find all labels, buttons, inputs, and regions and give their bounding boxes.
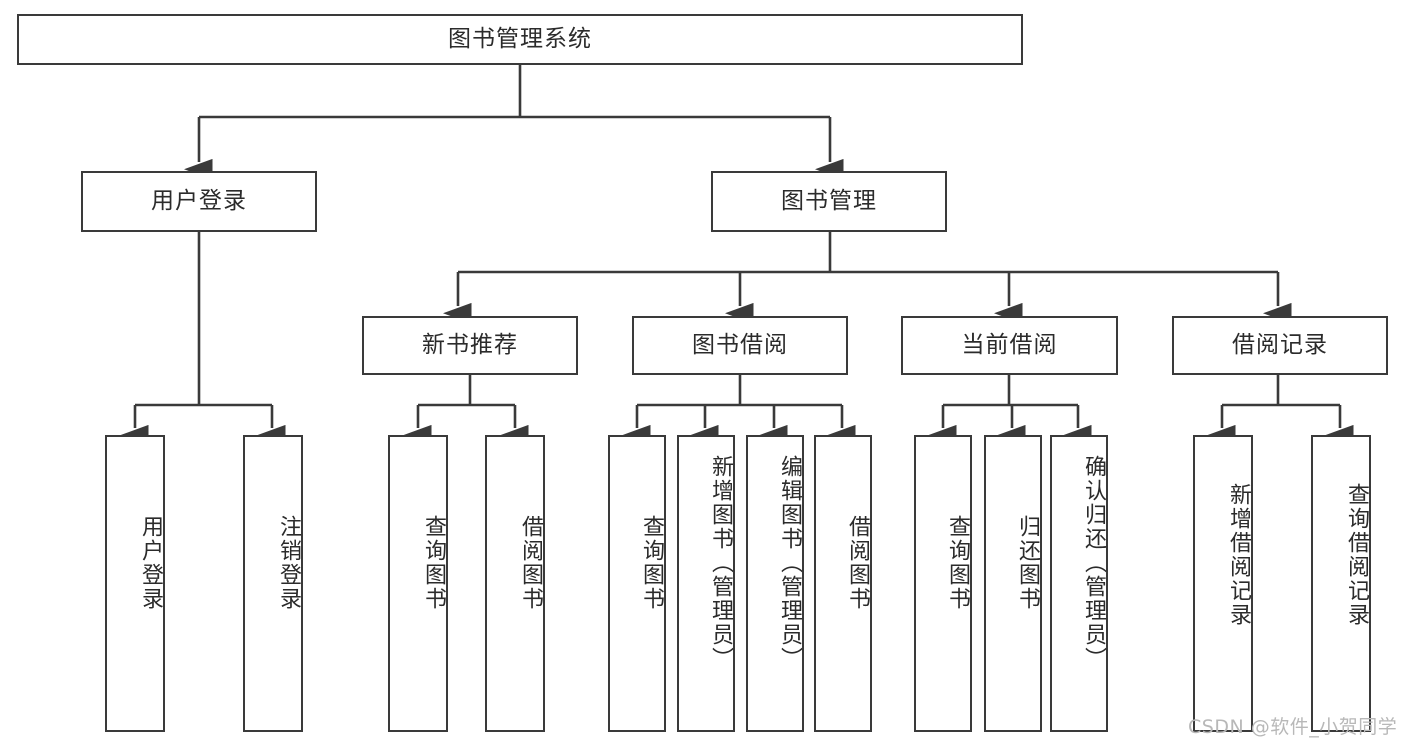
node-label: 新书推荐 — [422, 331, 518, 358]
node-leaf-borrow-book-recommend[interactable]: 借阅图书 — [485, 435, 545, 732]
node-leaf-query-borrow-record[interactable]: 查询借阅记录 — [1311, 435, 1371, 732]
node-current-borrow[interactable]: 当前借阅 — [901, 316, 1118, 375]
node-book-borrow[interactable]: 图书借阅 — [632, 316, 848, 375]
node-borrow-record[interactable]: 借阅记录 — [1172, 316, 1388, 375]
node-label: 注销登录 — [276, 515, 301, 611]
node-label: 归还图书 — [1015, 515, 1040, 611]
node-label: 新增图书（管理员） — [708, 455, 733, 671]
node-label: 新增借阅记录 — [1226, 483, 1251, 627]
node-label: 查询图书 — [639, 515, 664, 611]
node-label: 查询图书 — [421, 515, 446, 611]
node-label: 借阅记录 — [1232, 331, 1328, 358]
node-label: 借阅图书 — [845, 515, 870, 611]
node-label: 借阅图书 — [518, 515, 543, 611]
node-leaf-edit-book-admin[interactable]: 编辑图书（管理员） — [746, 435, 804, 732]
node-leaf-confirm-return-admin[interactable]: 确认归还（管理员） — [1050, 435, 1108, 732]
node-root-system[interactable]: 图书管理系统 — [17, 14, 1023, 65]
node-leaf-borrow-book[interactable]: 借阅图书 — [814, 435, 872, 732]
node-leaf-query-book-borrow[interactable]: 查询图书 — [608, 435, 666, 732]
node-leaf-add-borrow-record[interactable]: 新增借阅记录 — [1193, 435, 1253, 732]
node-label: 图书借阅 — [692, 331, 788, 358]
node-leaf-logout[interactable]: 注销登录 — [243, 435, 303, 732]
node-label: 图书管理系统 — [448, 25, 592, 52]
node-label: 当前借阅 — [961, 331, 1058, 358]
node-new-book-recommend[interactable]: 新书推荐 — [362, 316, 578, 375]
node-label: 确认归还（管理员） — [1081, 455, 1106, 671]
node-label: 查询借阅记录 — [1344, 483, 1369, 627]
node-leaf-query-book-current[interactable]: 查询图书 — [914, 435, 972, 732]
node-label: 图书管理 — [781, 187, 877, 214]
node-leaf-user-login[interactable]: 用户登录 — [105, 435, 165, 732]
node-label: 查询图书 — [945, 515, 970, 611]
node-book-management[interactable]: 图书管理 — [711, 171, 947, 232]
node-leaf-query-book-recommend[interactable]: 查询图书 — [388, 435, 448, 732]
node-leaf-return-book[interactable]: 归还图书 — [984, 435, 1042, 732]
node-user-login[interactable]: 用户登录 — [81, 171, 317, 232]
node-leaf-add-book-admin[interactable]: 新增图书（管理员） — [677, 435, 735, 732]
node-label: 用户登录 — [138, 515, 163, 611]
watermark: CSDN @软件_小贺同学 — [1188, 716, 1398, 738]
node-label: 用户登录 — [151, 187, 247, 214]
node-label: 编辑图书（管理员） — [777, 455, 802, 671]
